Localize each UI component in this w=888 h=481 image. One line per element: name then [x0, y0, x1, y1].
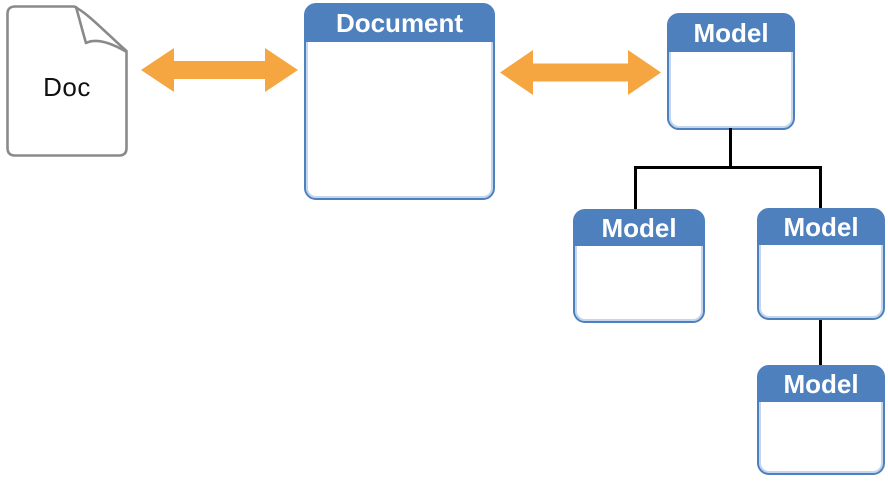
- doc-document-sync-arrow-icon: [141, 48, 298, 92]
- connector-left-drop: [634, 166, 637, 210]
- model-grandchild-node-title: Model: [759, 367, 883, 402]
- model-root-node: Model: [667, 13, 795, 130]
- connector-grandchild-drop: [819, 318, 822, 366]
- document-node: Document: [304, 3, 495, 200]
- page-curl-icon: [6, 5, 128, 157]
- connector-root-stem: [729, 128, 732, 169]
- doc-file-label: Doc: [43, 72, 91, 102]
- model-child-right-node: Model: [757, 208, 885, 320]
- document-model-sync-arrow-icon: [500, 50, 661, 95]
- model-root-node-title: Model: [669, 15, 793, 52]
- doc-file-icon: Doc: [6, 5, 128, 157]
- model-grandchild-node: Model: [757, 365, 885, 475]
- model-child-left-node-title: Model: [575, 211, 703, 246]
- model-child-left-node: Model: [573, 209, 705, 323]
- connector-horizontal-bar: [634, 166, 822, 169]
- document-node-title: Document: [306, 5, 493, 42]
- model-child-right-node-title: Model: [759, 210, 883, 245]
- connector-right-drop: [819, 166, 822, 209]
